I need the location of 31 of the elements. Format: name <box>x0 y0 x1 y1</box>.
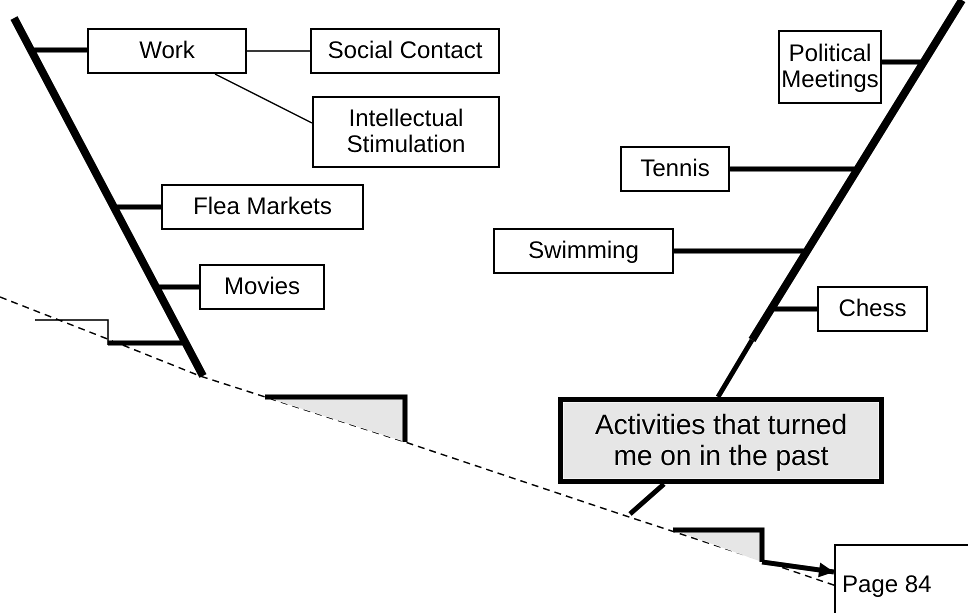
fishbone-spine <box>748 0 966 342</box>
node-label: Chess <box>838 296 907 322</box>
torn-box-fragment <box>673 528 764 562</box>
topic-box <box>558 397 884 484</box>
node-label: Movies <box>224 274 300 300</box>
connector-line <box>716 338 754 398</box>
arrow <box>762 560 834 578</box>
node-label: Page 84 <box>842 572 932 598</box>
node-label: Tennis <box>640 156 710 182</box>
branch-box <box>87 28 247 74</box>
branch-box <box>310 28 500 74</box>
connector-line <box>156 284 199 290</box>
node-label: Intellectual Stimulation <box>346 106 466 158</box>
connector-line <box>628 482 666 516</box>
node-label: Flea Markets <box>193 194 332 220</box>
connector-line <box>674 248 807 254</box>
node-label: Political Meetings <box>780 40 880 94</box>
branch-box <box>312 96 500 168</box>
connector-line <box>247 50 310 52</box>
branch-box <box>493 228 674 274</box>
page-reference-box <box>834 544 968 613</box>
branch-box <box>199 264 325 310</box>
branch-box <box>620 146 730 192</box>
node-label: Swimming <box>528 238 639 264</box>
connector-line <box>771 306 817 312</box>
node-label: Work <box>139 38 195 64</box>
connector-line <box>214 73 312 124</box>
node-label: Social Contact <box>328 38 482 64</box>
branch-box <box>161 184 364 230</box>
torn-box-fragment <box>265 394 408 442</box>
node-label: Activities that turned me on in the past <box>594 410 848 472</box>
